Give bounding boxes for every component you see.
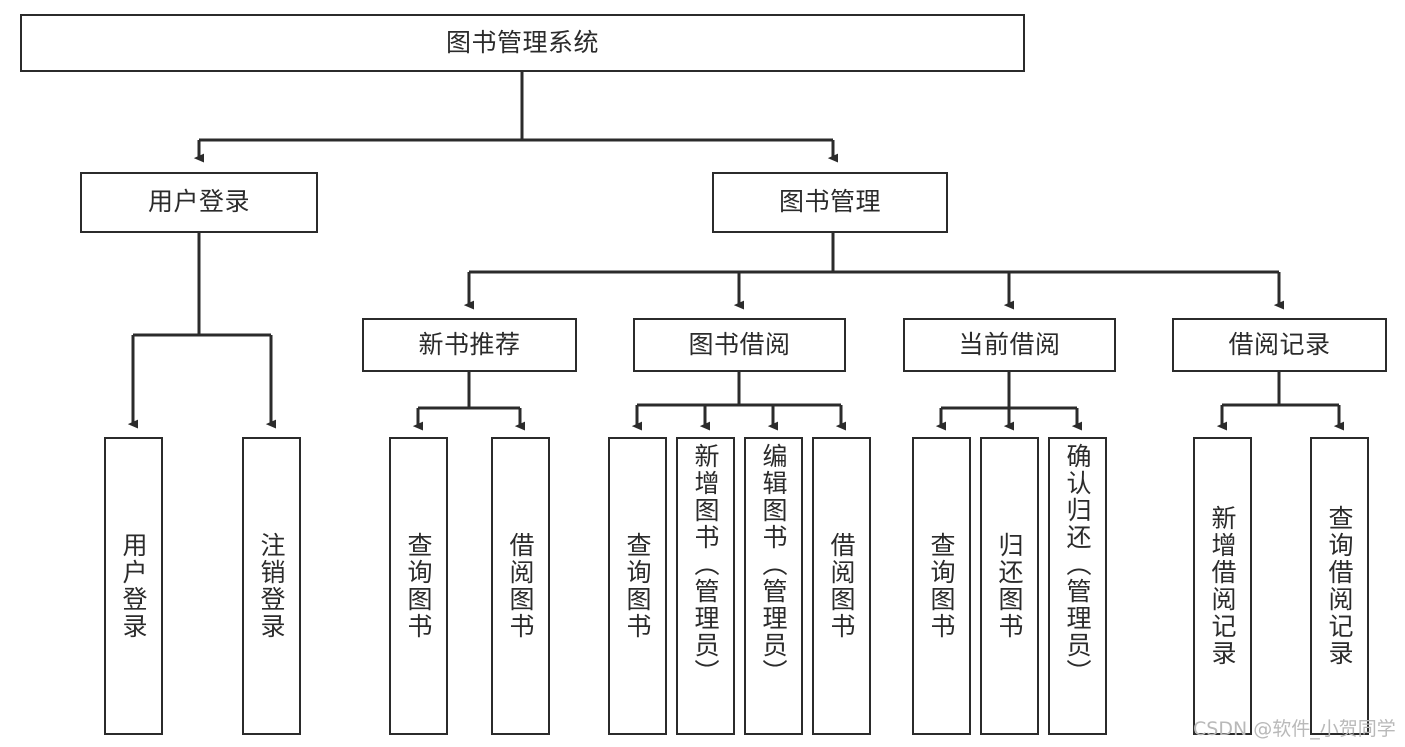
node-leaf-user-logout[interactable]: 注销登录 bbox=[242, 437, 301, 735]
node-leaf-user-login-label: 用户登录 bbox=[119, 532, 148, 640]
node-new-book-recommend[interactable]: 新书推荐 bbox=[362, 318, 577, 372]
node-leaf-edit-book[interactable]: 编辑图书（管理员） bbox=[744, 437, 803, 735]
node-leaf-edit-book-label: 编辑图书（管理员） bbox=[759, 443, 788, 686]
node-user-login-label: 用户登录 bbox=[147, 187, 250, 217]
node-leaf-borrow-book-1-label: 借阅图书 bbox=[506, 532, 535, 640]
node-book-management[interactable]: 图书管理 bbox=[712, 172, 948, 233]
node-book-management-label: 图书管理 bbox=[778, 187, 881, 217]
node-leaf-query-book-2[interactable]: 查询图书 bbox=[608, 437, 667, 735]
node-borrow-record-label: 借阅记录 bbox=[1228, 329, 1331, 359]
node-book-borrow[interactable]: 图书借阅 bbox=[633, 318, 846, 372]
node-borrow-record[interactable]: 借阅记录 bbox=[1172, 318, 1387, 372]
node-user-login[interactable]: 用户登录 bbox=[80, 172, 318, 233]
node-leaf-add-book[interactable]: 新增图书（管理员） bbox=[676, 437, 735, 735]
csdn-watermark: CSDN @软件_小贺同学 bbox=[1193, 718, 1396, 740]
node-leaf-query-book-1[interactable]: 查询图书 bbox=[389, 437, 448, 735]
node-root[interactable]: 图书管理系统 bbox=[20, 14, 1025, 72]
node-leaf-query-book-2-label: 查询图书 bbox=[623, 532, 652, 640]
node-leaf-query-book-3-label: 查询图书 bbox=[927, 532, 956, 640]
node-leaf-user-login[interactable]: 用户登录 bbox=[104, 437, 163, 735]
node-leaf-return-book-label: 归还图书 bbox=[995, 532, 1024, 640]
node-leaf-borrow-book-2-label: 借阅图书 bbox=[827, 532, 856, 640]
node-leaf-confirm-return[interactable]: 确认归还（管理员） bbox=[1048, 437, 1107, 735]
node-leaf-query-book-3[interactable]: 查询图书 bbox=[912, 437, 971, 735]
node-leaf-borrow-book-1[interactable]: 借阅图书 bbox=[491, 437, 550, 735]
node-book-borrow-label: 图书借阅 bbox=[688, 329, 791, 359]
node-leaf-user-logout-label: 注销登录 bbox=[257, 532, 286, 640]
node-leaf-add-record[interactable]: 新增借阅记录 bbox=[1193, 437, 1252, 735]
node-leaf-confirm-return-label: 确认归还（管理员） bbox=[1063, 443, 1092, 686]
node-leaf-query-record-label: 查询借阅记录 bbox=[1325, 505, 1354, 667]
node-leaf-borrow-book-2[interactable]: 借阅图书 bbox=[812, 437, 871, 735]
node-leaf-query-record[interactable]: 查询借阅记录 bbox=[1310, 437, 1369, 735]
node-leaf-return-book[interactable]: 归还图书 bbox=[980, 437, 1039, 735]
node-root-label: 图书管理系统 bbox=[445, 27, 599, 57]
node-leaf-query-book-1-label: 查询图书 bbox=[404, 532, 433, 640]
node-current-borrow-label: 当前借阅 bbox=[958, 329, 1061, 359]
node-leaf-add-record-label: 新增借阅记录 bbox=[1208, 505, 1237, 667]
node-current-borrow[interactable]: 当前借阅 bbox=[903, 318, 1116, 372]
node-leaf-add-book-label: 新增图书（管理员） bbox=[691, 443, 720, 686]
node-new-book-recommend-label: 新书推荐 bbox=[418, 329, 521, 359]
